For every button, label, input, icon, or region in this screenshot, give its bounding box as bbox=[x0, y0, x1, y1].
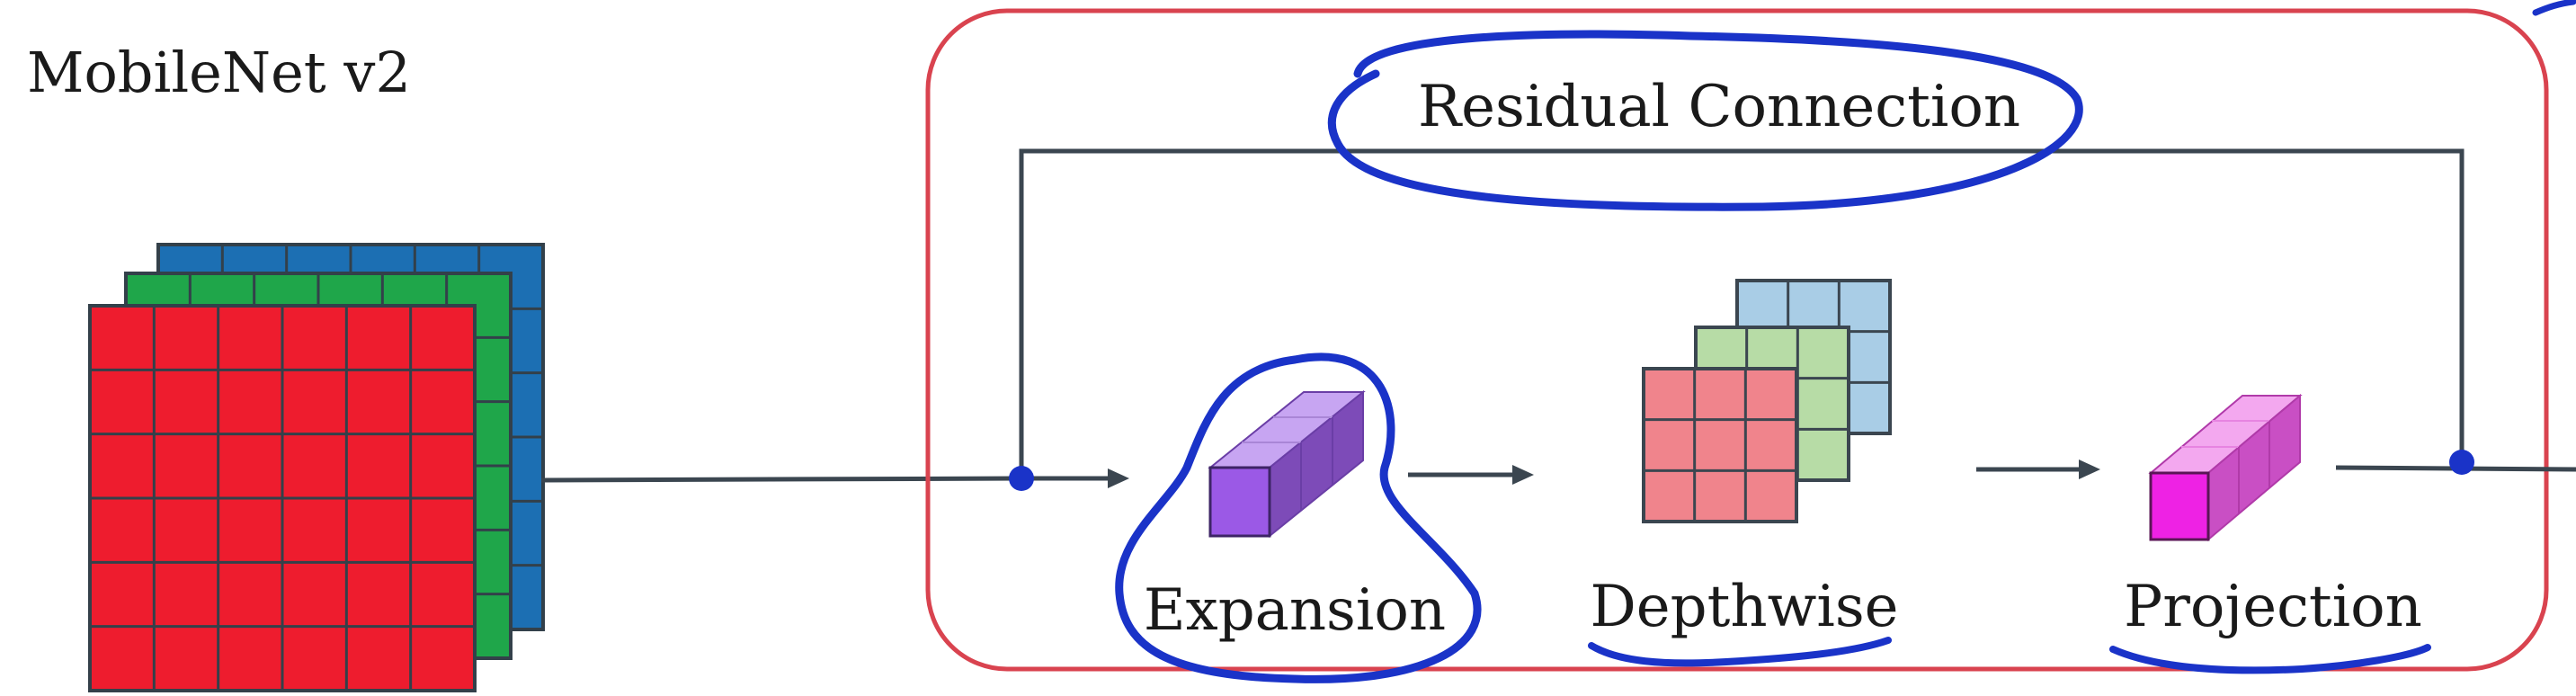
bottleneck-block-border bbox=[925, 8, 2549, 672]
grid-layer-background bbox=[1642, 367, 1798, 523]
input-connector-line bbox=[540, 476, 1021, 483]
projection-label: Projection bbox=[2124, 574, 2422, 640]
corner-ink-stroke bbox=[2532, 0, 2576, 16]
projection-cuboid-icon bbox=[2148, 393, 2303, 542]
residual-connection-ink-circle bbox=[1327, 30, 2083, 211]
depthwise-ink-underline bbox=[1588, 637, 1892, 667]
diagram-title: MobileNet v2 bbox=[27, 40, 411, 105]
expansion-cuboid-icon bbox=[1208, 389, 1366, 539]
input-feature-map bbox=[88, 243, 545, 692]
arrow-to-depthwise bbox=[1408, 465, 1534, 485]
depthwise-feature-map bbox=[1642, 279, 1892, 523]
expansion-ink-circle bbox=[1115, 352, 1482, 683]
residual-path bbox=[1019, 148, 2465, 478]
projection-ink-underline bbox=[2109, 644, 2431, 674]
arrow-to-projection bbox=[1976, 460, 2100, 479]
depthwise-channel-red bbox=[1642, 367, 1798, 523]
expansion-label: Expansion bbox=[1144, 577, 1446, 644]
residual-connection-label: Residual Connection bbox=[1418, 74, 2020, 140]
depthwise-label: Depthwise bbox=[1590, 574, 1898, 640]
arrow-to-expansion bbox=[1025, 468, 1129, 488]
residual-split-dot bbox=[1009, 466, 1034, 491]
residual-merge-dot bbox=[2449, 450, 2474, 475]
input-channel-red bbox=[88, 304, 477, 692]
